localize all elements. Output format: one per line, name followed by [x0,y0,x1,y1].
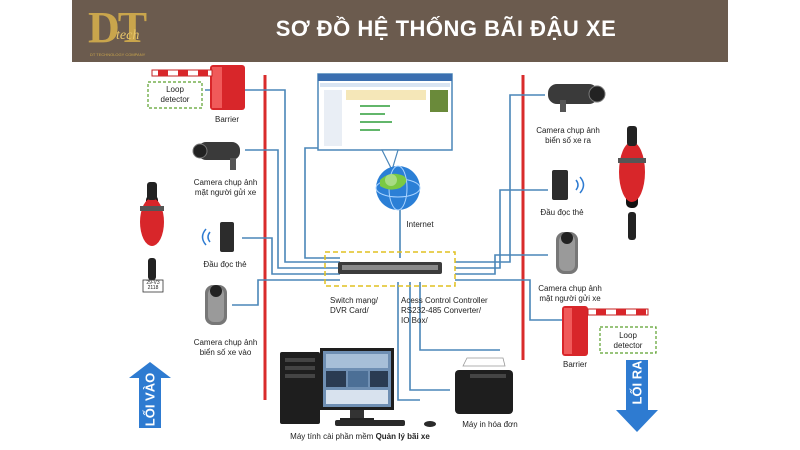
switch-label: Switch mạng/ DVR Card/ [330,296,379,315]
monitor-webpage [317,73,453,172]
camera-plate-left [205,285,227,325]
logo-text: DT [88,3,147,52]
loop-detector-label-left: Loop detector [160,85,190,104]
card-reader-right [552,170,585,200]
camera-plate-label-left: Camera chụp ảnh biển số xe vào [193,338,258,357]
printer-label: Máy in hóa đơn [462,420,518,429]
company-logo: DT tech DT TECHNOLOGY COMPANY [88,3,174,58]
camera-face-right [556,232,578,274]
camera-plate-right [548,84,606,112]
entrance-arrow [129,362,171,428]
pc-tower [280,352,320,424]
internet-globe [375,165,421,211]
pc-label-prefix: Máy tính cài phần mềm [290,432,374,441]
page-title: SƠ ĐỒ HỆ THỐNG BÃI ĐẬU XE [275,16,617,41]
mouse [424,421,436,427]
pc-label-bold: Quản lý bãi xe [375,432,430,441]
exit-arrow [616,360,658,432]
keyboard [335,420,405,426]
camera-face-label-right: Camera chụp ảnh mặt người gửi xe [538,284,602,303]
network-switch [324,251,456,287]
motorbike-left [140,182,164,293]
barrier-label-left: Barrier [214,115,239,124]
pc-label: Máy tính cài phần mềm Quản lý bãi xe [270,432,450,442]
receipt-printer [455,357,513,414]
camera-plate-label-right: Camera chụp ảnh biển số xe ra [536,126,600,145]
barrier-label-right: Barrier [562,360,587,369]
exit-arrow-label: LỐI RA [629,360,645,405]
motorbike-right [618,126,646,240]
plate-number-left: 29-V3 2118 [146,280,160,291]
pc-monitor [320,348,394,421]
internet-label: Internet [406,220,434,229]
entrance-arrow-label: LỐI VÀO [142,372,158,427]
controller-label: Acess Control Controller RS232-485 Conve… [401,296,488,325]
card-reader-label-left: Đầu đọc thẻ [203,260,247,269]
camera-face-left [192,142,240,170]
header-bar [72,0,728,62]
camera-face-label-left: Camera chụp ảnh mặt người gửi xe [193,178,258,197]
logo-sub: tech [116,28,140,43]
loop-detector-label-right: Loop detector [613,331,643,350]
loop-detector-box-left [147,81,203,109]
barrier-left [151,65,245,110]
logo-line: DT TECHNOLOGY COMPANY [90,52,146,57]
card-reader-label-right: Đầu đọc thẻ [540,208,584,217]
card-reader-left [201,222,234,252]
barrier-right [562,306,649,356]
loop-detector-box-right [599,326,657,354]
